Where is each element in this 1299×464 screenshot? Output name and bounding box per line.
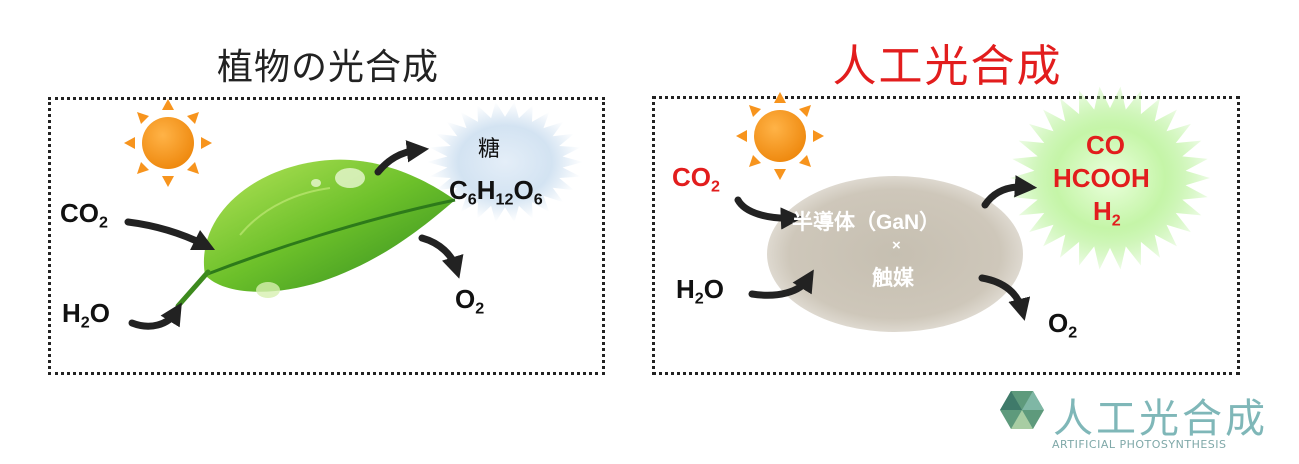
glucose-formula: C6H12O6 bbox=[449, 175, 543, 209]
artificial-photosynthesis-panel bbox=[652, 96, 1240, 375]
arrow-co2-to-catalyst bbox=[734, 196, 804, 230]
left-o2-label: O2 bbox=[455, 284, 485, 318]
catalyst-label: 触媒 bbox=[872, 267, 914, 290]
left-h2o-label: H2O bbox=[62, 298, 110, 332]
sun-icon bbox=[124, 99, 212, 187]
arrow-leaf-to-o2 bbox=[418, 234, 464, 279]
product-co: CO bbox=[1086, 130, 1125, 160]
left-co2-label: CO2 bbox=[60, 198, 108, 232]
arrow-catalyst-to-o2 bbox=[978, 274, 1031, 321]
right-o2-label: O2 bbox=[1048, 308, 1078, 342]
artificial-photosynthesis-title: 人工光合成 bbox=[832, 41, 1063, 92]
arrow-leaf-to-sugar bbox=[374, 140, 430, 176]
leaf-icon bbox=[175, 159, 456, 309]
plant-photosynthesis-title: 植物の光合成 bbox=[216, 47, 439, 88]
logo-subtitle: ARTIFICIAL PHOTOSYNTHESIS bbox=[1052, 438, 1227, 451]
sugar-label: 糖 bbox=[478, 136, 501, 161]
plant-photosynthesis-panel bbox=[48, 97, 605, 375]
times-symbol: × bbox=[892, 237, 901, 254]
right-h2o-label: H2O bbox=[676, 274, 724, 308]
catalyst-blob bbox=[767, 176, 1023, 332]
arrow-h2o-to-catalyst bbox=[748, 269, 814, 299]
product-h2: H2 bbox=[1093, 196, 1121, 230]
arrow-catalyst-to-products bbox=[981, 175, 1038, 209]
arrow-h2o-to-leaf bbox=[128, 302, 182, 330]
logo-icon bbox=[1000, 391, 1044, 429]
semiconductor-label: 半導体（GaN） bbox=[792, 211, 941, 234]
sugar-glow-burst bbox=[427, 101, 583, 223]
sun-icon bbox=[736, 92, 824, 180]
logo-wordmark: 人工光合成 bbox=[1053, 396, 1268, 442]
product-hcooh: HCOOH bbox=[1053, 163, 1150, 193]
arrow-co2-to-leaf bbox=[124, 218, 216, 251]
products-glow-burst bbox=[1010, 86, 1210, 270]
right-co2-label: CO2 bbox=[672, 162, 720, 196]
